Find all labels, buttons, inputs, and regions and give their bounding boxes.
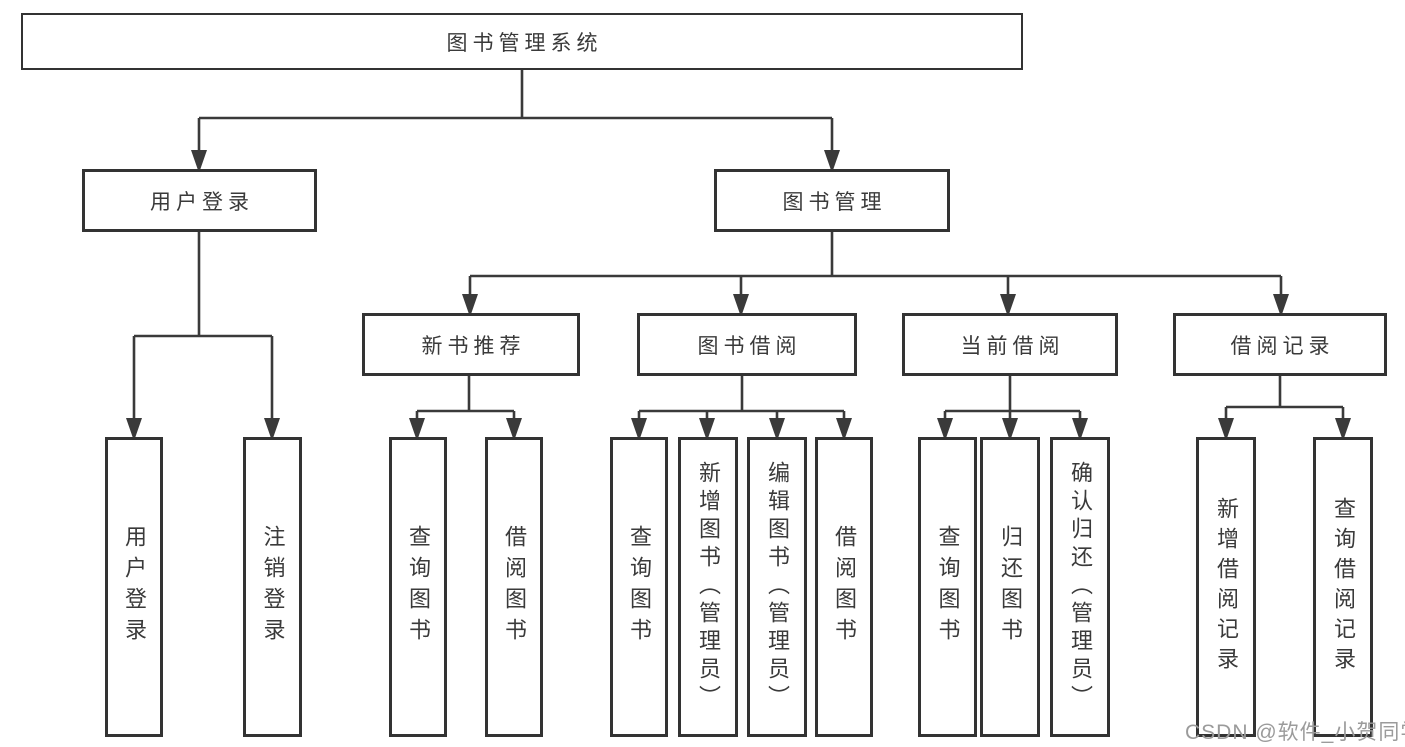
leaf-add-borrow-record: 新增借阅记录	[1196, 437, 1256, 737]
arrowheads	[126, 150, 1351, 441]
connector-newbook-children	[415, 376, 516, 422]
leaf-return-book: 归还图书	[980, 437, 1040, 737]
node-user-login: 用户登录	[82, 169, 317, 232]
node-current-borrow: 当前借阅	[902, 313, 1118, 376]
leaf-confirm-return-admin: 确认归还（管理员）	[1050, 437, 1110, 737]
leaf-edit-book-admin: 编辑图书（管理员）	[747, 437, 807, 737]
leaf-query-book-3: 查询图书	[918, 437, 977, 737]
node-root: 图书管理系统	[21, 13, 1023, 70]
node-borrow-record: 借阅记录	[1173, 313, 1387, 376]
csdn-watermark: CSDN @软件_小贺同学	[1185, 721, 1405, 744]
leaf-query-book-2: 查询图书	[610, 437, 668, 737]
leaf-query-book-1: 查询图书	[389, 437, 447, 737]
node-book-borrow: 图书借阅	[637, 313, 857, 376]
leaf-query-borrow-record: 查询借阅记录	[1313, 437, 1373, 737]
leaf-add-book-admin: 新增图书（管理员）	[678, 437, 738, 737]
connector-record-children	[1224, 376, 1345, 422]
leaf-user-login: 用户登录	[105, 437, 163, 737]
leaf-logout: 注销登录	[243, 437, 302, 737]
connector-borrowmgmt-children	[637, 376, 846, 422]
connector-bookmgmt-children	[468, 232, 1283, 298]
leaf-borrow-book-1: 借阅图书	[485, 437, 543, 737]
connector-root-to-level2	[197, 69, 834, 154]
connector-currentborrow-children	[943, 376, 1082, 422]
connector-userlogin-children	[132, 232, 274, 422]
node-book-management: 图书管理	[714, 169, 950, 232]
leaf-borrow-book-2: 借阅图书	[815, 437, 873, 737]
node-new-book-recommend: 新书推荐	[362, 313, 580, 376]
